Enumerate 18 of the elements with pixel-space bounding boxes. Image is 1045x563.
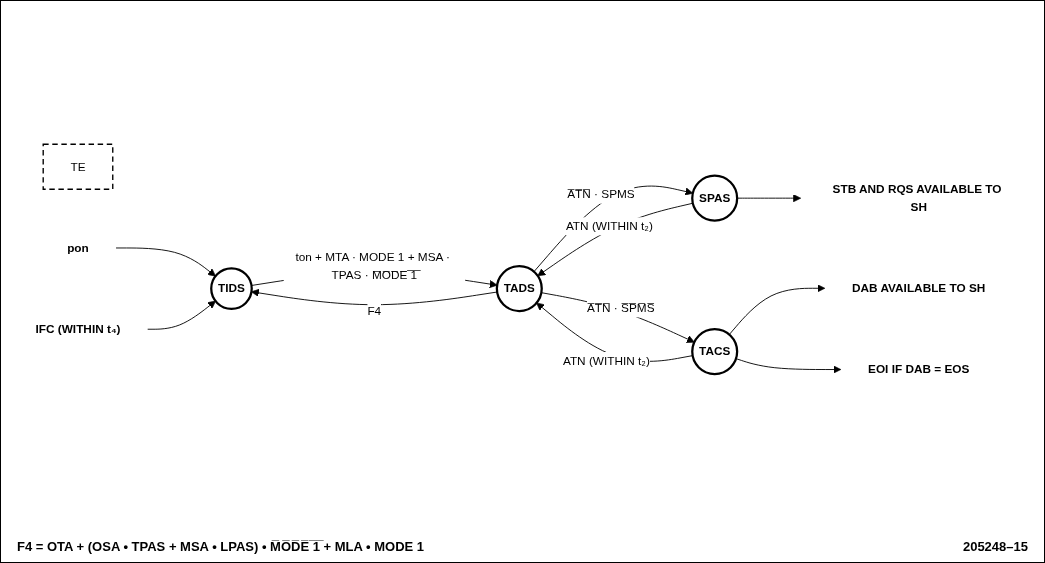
node-text: EOI IF DAB = EOS xyxy=(868,362,970,376)
node-circle: SPAS xyxy=(691,174,739,222)
node-text: DAB AVAILABLE TO SH xyxy=(852,281,986,295)
edge-label: ton + MTA · MODE 1 + MSA · TPAS · M̅O̅D̅E̅ ̅1̅ xyxy=(295,250,450,282)
node-text: STB AND RQS AVAILABLE TO SH xyxy=(832,182,1002,214)
edge-label: ATN (WITHIN t₂) xyxy=(565,219,653,233)
node-circle: TADS xyxy=(495,264,543,313)
figure-number: 205248–15 xyxy=(962,539,1028,554)
formula-note: F4 = OTA + (OSA • TPAS + MSA • LPAS) • M̅O̅D̅E̅ ̅1̅ + MLA • MODE 1 xyxy=(17,539,425,554)
edge-label: A̅T̅N̅ · S̅P̅M̅S̅ xyxy=(586,301,655,315)
node-box: TE xyxy=(42,143,114,190)
node-circle: TIDS xyxy=(210,267,253,310)
node-text: IFC (WITHIN t₄) xyxy=(35,322,121,336)
edge-label: ATN (WITHIN t₂) xyxy=(562,353,650,368)
node-circle: TACS xyxy=(691,327,739,376)
node-text: pon xyxy=(67,240,89,255)
edge-label: F4 xyxy=(367,303,382,318)
edge-label: A̅T̅N̅ · SPMS xyxy=(567,187,635,201)
